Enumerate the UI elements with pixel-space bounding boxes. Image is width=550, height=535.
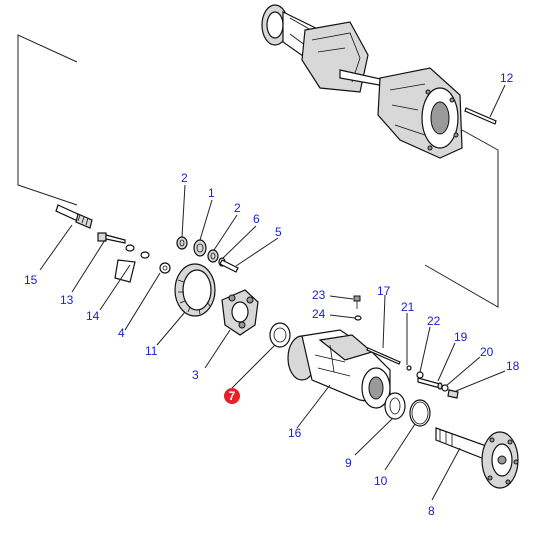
part-17-rod bbox=[366, 347, 401, 365]
part-19-piston bbox=[417, 377, 443, 390]
callout-17: 17 bbox=[377, 284, 391, 298]
callout-5: 5 bbox=[275, 225, 282, 239]
part-23-bolt bbox=[353, 295, 361, 309]
callout-23: 23 bbox=[312, 288, 326, 302]
leader-lines bbox=[39, 84, 506, 501]
callout-2-right: 2 bbox=[234, 201, 241, 215]
callout-12: 12 bbox=[500, 71, 514, 85]
callout-7[interactable]: 7 bbox=[229, 389, 236, 403]
part-18-plug bbox=[447, 389, 459, 399]
callout-11: 11 bbox=[145, 344, 158, 358]
part-11-ring-gear bbox=[174, 263, 216, 317]
callout-3: 3 bbox=[192, 368, 199, 382]
part-9-spacer bbox=[384, 392, 406, 420]
callout-6: 6 bbox=[253, 212, 260, 226]
part-7-seal-ring bbox=[269, 322, 291, 348]
callout-7-highlight[interactable]: 7 bbox=[224, 388, 240, 404]
callout-13: 13 bbox=[60, 293, 74, 307]
part-13-bolt bbox=[97, 232, 126, 244]
callout-14: 14 bbox=[86, 309, 100, 323]
callout-15: 15 bbox=[24, 273, 38, 287]
part-1-bearing bbox=[193, 239, 207, 257]
part-14-washers bbox=[114, 244, 150, 283]
part-16-hub-housing bbox=[287, 329, 391, 409]
callout-4: 4 bbox=[118, 326, 125, 340]
callout-18: 18 bbox=[506, 359, 520, 373]
part-24-washer bbox=[354, 315, 362, 321]
part-21-pin bbox=[406, 365, 412, 371]
part-12-pin bbox=[464, 107, 497, 125]
axle-housing-assembly bbox=[261, 4, 463, 159]
callout-24: 24 bbox=[312, 307, 326, 321]
part-15-shaft bbox=[55, 204, 93, 229]
part-3-planet-carrier bbox=[221, 289, 259, 336]
reference-frame bbox=[17, 34, 499, 308]
callout-21: 21 bbox=[401, 300, 415, 314]
part-20-plug bbox=[441, 384, 449, 392]
callout-2-left: 2 bbox=[181, 171, 188, 185]
part-5-pin bbox=[219, 259, 239, 273]
part-4-washer bbox=[159, 262, 171, 274]
callout-16: 16 bbox=[288, 426, 302, 440]
part-8-output-shaft bbox=[435, 427, 519, 489]
callout-22: 22 bbox=[427, 314, 441, 328]
callout-9: 9 bbox=[345, 456, 352, 470]
callout-20: 20 bbox=[480, 345, 494, 359]
highlight-marker[interactable] bbox=[224, 388, 240, 404]
callout-10: 10 bbox=[374, 474, 388, 488]
callout-19: 19 bbox=[454, 330, 468, 344]
part-2-bearing-right bbox=[207, 249, 219, 263]
callout-1: 1 bbox=[208, 186, 215, 200]
part-10-snap-ring bbox=[409, 399, 431, 427]
part-2-bearing-left bbox=[176, 236, 188, 250]
part-22-oring bbox=[416, 371, 424, 379]
callouts: 2 1 2 6 5 15 13 14 4 11 3 16 17 23 24 21… bbox=[24, 71, 520, 518]
callout-8: 8 bbox=[428, 504, 435, 518]
